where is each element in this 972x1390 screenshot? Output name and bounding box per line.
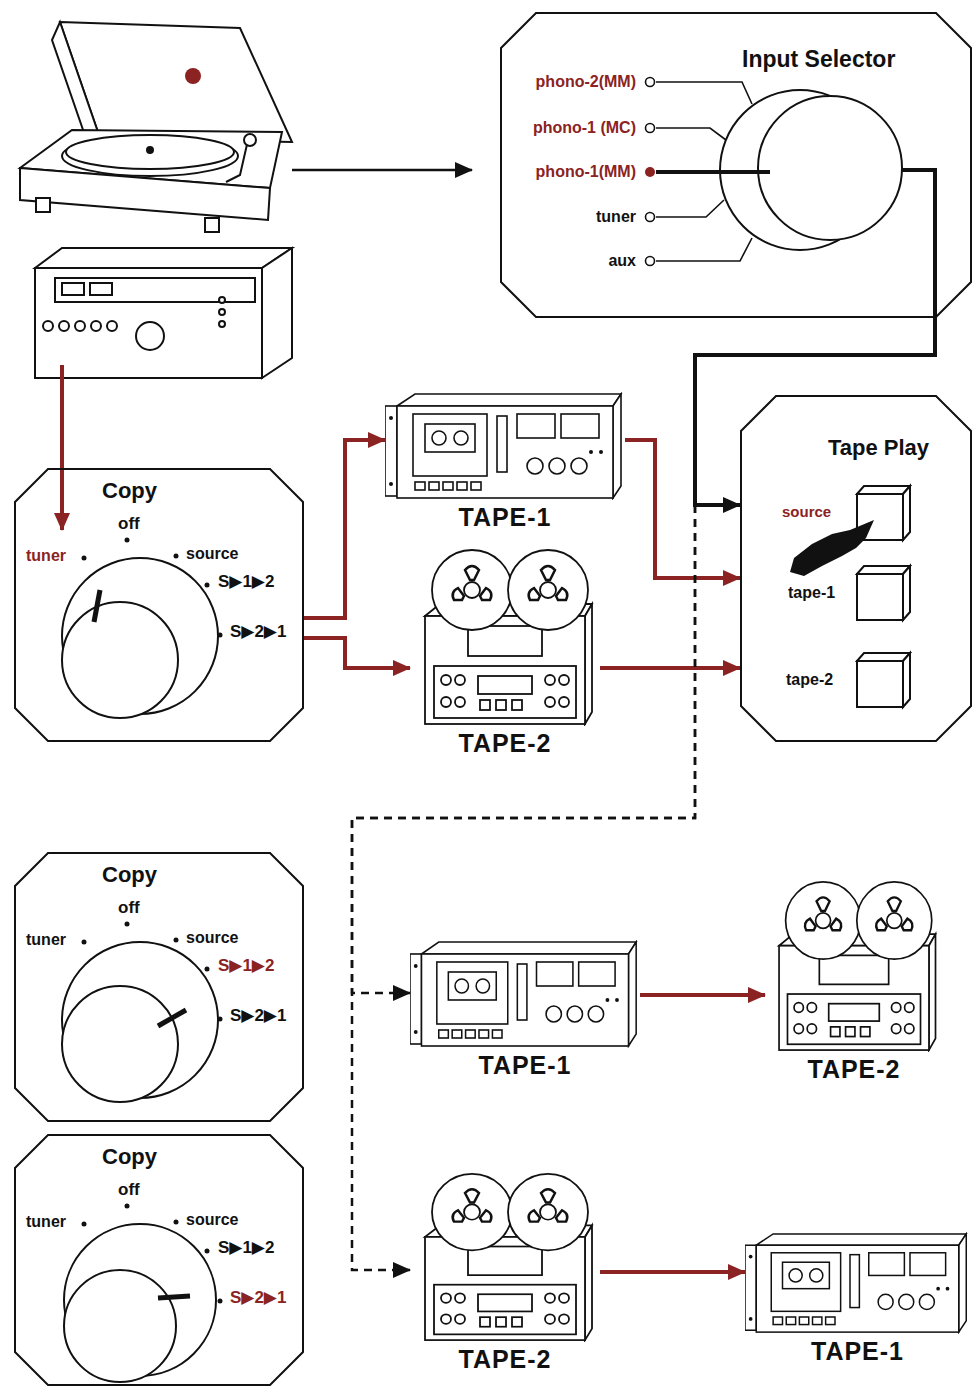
connector-line — [352, 505, 695, 993]
panel-border — [741, 396, 971, 741]
reel-to-reel-deck — [425, 550, 592, 724]
position-label: aux — [608, 251, 636, 270]
position-label: tuner — [596, 207, 636, 226]
tape-deck: TAPE-1 — [385, 392, 625, 532]
copy-knob — [62, 538, 223, 719]
cassette-deck — [385, 394, 621, 498]
position-label: off — [118, 898, 140, 918]
connector — [695, 318, 935, 505]
control-panel: Tape Play source tape-1 tape-2 — [740, 395, 972, 742]
position-label: off — [118, 1180, 140, 1200]
position-label: off — [118, 514, 140, 534]
connector-line — [352, 505, 695, 1270]
position-label: tape-2 — [786, 670, 833, 689]
position-label: S▶1▶2 — [218, 572, 274, 592]
connector-line — [640, 993, 765, 997]
panel-border — [15, 853, 303, 1121]
panel-outline — [14, 852, 304, 1122]
connector — [600, 668, 740, 669]
control-panel: Input Selector phono-2(MM) phono-1 (MC) pho… — [500, 12, 972, 318]
connector-line — [304, 638, 410, 668]
signal-arrow — [292, 169, 472, 172]
position-label: S▶2▶1 — [230, 1288, 286, 1308]
position-label: tuner — [26, 1212, 66, 1231]
position-label: tuner — [26, 546, 66, 565]
panel-outline — [14, 1134, 304, 1386]
selector-knob — [645, 78, 935, 319]
connector-line — [600, 666, 740, 670]
panel-border — [501, 13, 971, 317]
tape-deck: TAPE-1 — [745, 1232, 970, 1366]
position-label: source — [186, 544, 238, 563]
tuner-unit — [35, 248, 292, 378]
tape-deck: TAPE-2 — [765, 880, 943, 1084]
panel-outline — [14, 468, 304, 742]
position-label: phono-1(MM) — [536, 162, 636, 181]
reel-to-reel-deck — [425, 1174, 592, 1340]
connector-line — [600, 1270, 745, 1274]
control-panel: Copy off tuner sourceS▶1▶2S▶2▶1 — [14, 468, 304, 742]
position-label: source — [186, 928, 238, 947]
position-label: phono-2(MM) — [536, 72, 636, 91]
cassette-deck — [745, 1234, 966, 1332]
control-panel: Copy off tuner sourceS▶1▶2S▶2▶1 — [14, 852, 304, 1122]
deck-label: TAPE-2 — [410, 728, 600, 758]
position-label: tuner — [26, 930, 66, 949]
deck-label: TAPE-2 — [410, 1344, 600, 1374]
connector — [625, 440, 740, 578]
reel-to-reel-deck — [779, 882, 935, 1050]
panel-heading: Copy — [102, 478, 157, 504]
copy-knob — [64, 1204, 223, 1383]
connector — [304, 440, 385, 618]
tape-deck: TAPE-2 — [410, 548, 600, 758]
position-label: S▶2▶1 — [230, 622, 286, 642]
connector-line — [695, 318, 935, 505]
connector — [640, 995, 765, 996]
panel-heading: Copy — [102, 1144, 157, 1170]
position-label: source — [782, 503, 831, 521]
turntable — [20, 22, 292, 232]
deck-label: TAPE-1 — [410, 1050, 640, 1080]
deck-label: TAPE-1 — [745, 1336, 970, 1366]
pointing-hand — [790, 520, 874, 576]
deck-label: TAPE-1 — [385, 502, 625, 532]
position-label: source — [186, 1210, 238, 1229]
connector-line — [695, 318, 935, 505]
panel-heading: Tape Play — [828, 435, 929, 461]
position-label: S▶1▶2 — [218, 956, 274, 976]
connector — [352, 318, 935, 1270]
signal-arrow — [60, 365, 64, 530]
deck-label: TAPE-2 — [765, 1054, 943, 1084]
cassette-deck — [410, 942, 636, 1046]
panel-heading: Copy — [102, 862, 157, 888]
control-panel: Copy off tuner sourceS▶1▶2S▶2▶1 — [14, 1134, 304, 1386]
tape-play-buttons — [857, 486, 910, 707]
connector — [600, 1272, 745, 1273]
position-label: phono-1 (MC) — [533, 118, 636, 137]
connector-line — [304, 440, 385, 618]
panel-border — [15, 1135, 303, 1385]
position-label: S▶2▶1 — [230, 1006, 286, 1026]
panel-border — [15, 469, 303, 741]
panel-heading: Input Selector — [742, 46, 895, 74]
tape-deck: TAPE-1 — [410, 940, 640, 1080]
connector — [352, 318, 935, 993]
position-label: tape-1 — [788, 583, 835, 602]
copy-knob — [62, 922, 223, 1103]
tape-deck: TAPE-2 — [410, 1172, 600, 1374]
position-label: S▶1▶2 — [218, 1238, 274, 1258]
connector-line — [625, 440, 740, 578]
connector — [304, 638, 410, 668]
connector-line — [695, 318, 935, 505]
